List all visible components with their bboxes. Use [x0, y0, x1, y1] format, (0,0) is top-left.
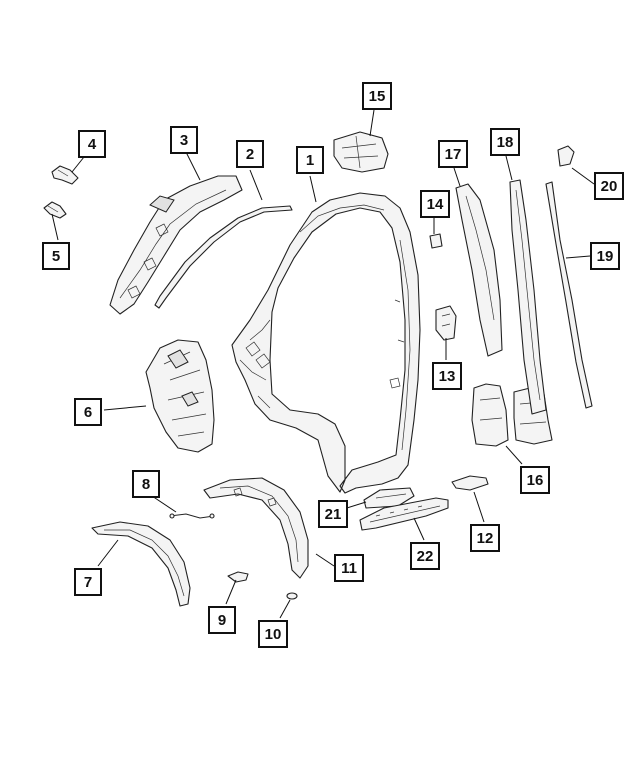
callout-18[interactable]: 18: [490, 128, 520, 156]
part-9-bracket: [227, 571, 249, 583]
callout-9[interactable]: 9: [208, 606, 236, 634]
part-3-pillar-upper: [109, 175, 243, 315]
leader-1: [309, 175, 317, 203]
leader-20: [571, 167, 595, 185]
callout-7[interactable]: 7: [74, 568, 102, 596]
leader-16: [505, 445, 523, 465]
part-17-pillar: [455, 183, 503, 357]
callout-3[interactable]: 3: [170, 126, 198, 154]
leader-7: [97, 539, 119, 567]
part-8-rod: [169, 513, 215, 519]
callout-2[interactable]: 2: [236, 140, 264, 168]
leader-8: [151, 495, 177, 513]
part-19-strip: [545, 181, 593, 409]
callout-1[interactable]: 1: [296, 146, 324, 174]
leader-5: [51, 213, 59, 241]
part-2-strip: [154, 205, 293, 309]
callout-13[interactable]: 13: [432, 362, 462, 390]
leader-22: [413, 517, 425, 541]
callout-17[interactable]: 17: [438, 140, 468, 168]
part-11-wheelhouse-inner: [203, 477, 309, 579]
part-10-fastener: [286, 592, 298, 600]
part-20-bracket: [557, 145, 575, 167]
part-18-pillar: [509, 179, 547, 415]
callout-22[interactable]: 22: [410, 542, 440, 570]
callout-12[interactable]: 12: [470, 524, 500, 552]
callout-21[interactable]: 21: [318, 500, 348, 528]
part-22-rocker: [359, 497, 449, 531]
part-16-pillar-lower: [471, 383, 553, 447]
callout-5[interactable]: 5: [42, 242, 70, 270]
callout-4[interactable]: 4: [78, 130, 106, 158]
leader-3: [185, 151, 201, 181]
leader-18: [505, 155, 513, 181]
leader-17: [453, 167, 461, 187]
callout-16[interactable]: 16: [520, 466, 550, 494]
leader-11: [315, 553, 335, 567]
leader-6: [103, 405, 147, 411]
part-12-bracket: [451, 475, 489, 491]
leader-12: [473, 491, 485, 523]
callout-11[interactable]: 11: [334, 554, 364, 582]
part-7-wheelhouse-outer: [91, 521, 191, 607]
part-13-panel: [435, 305, 457, 341]
callout-10[interactable]: 10: [258, 620, 288, 648]
callout-19[interactable]: 19: [590, 242, 620, 270]
callout-6[interactable]: 6: [74, 398, 102, 426]
callout-14[interactable]: 14: [420, 190, 450, 218]
part-6-hinge-pillar: [145, 339, 215, 453]
callout-8[interactable]: 8: [132, 470, 160, 498]
leader-9: [225, 579, 237, 605]
part-14-clip: [429, 233, 443, 249]
leader-10: [279, 599, 291, 619]
leader-2: [249, 169, 263, 201]
part-21-sill-bracket: [363, 487, 415, 509]
part-5-bracket: [43, 201, 67, 219]
part-1-door-frame: [231, 192, 421, 494]
leader-19: [565, 255, 591, 259]
part-4-clip: [51, 165, 79, 185]
callout-15[interactable]: 15: [362, 82, 392, 110]
leader-15: [369, 109, 375, 137]
callout-20[interactable]: 20: [594, 172, 624, 200]
part-15-bracket: [333, 131, 389, 173]
